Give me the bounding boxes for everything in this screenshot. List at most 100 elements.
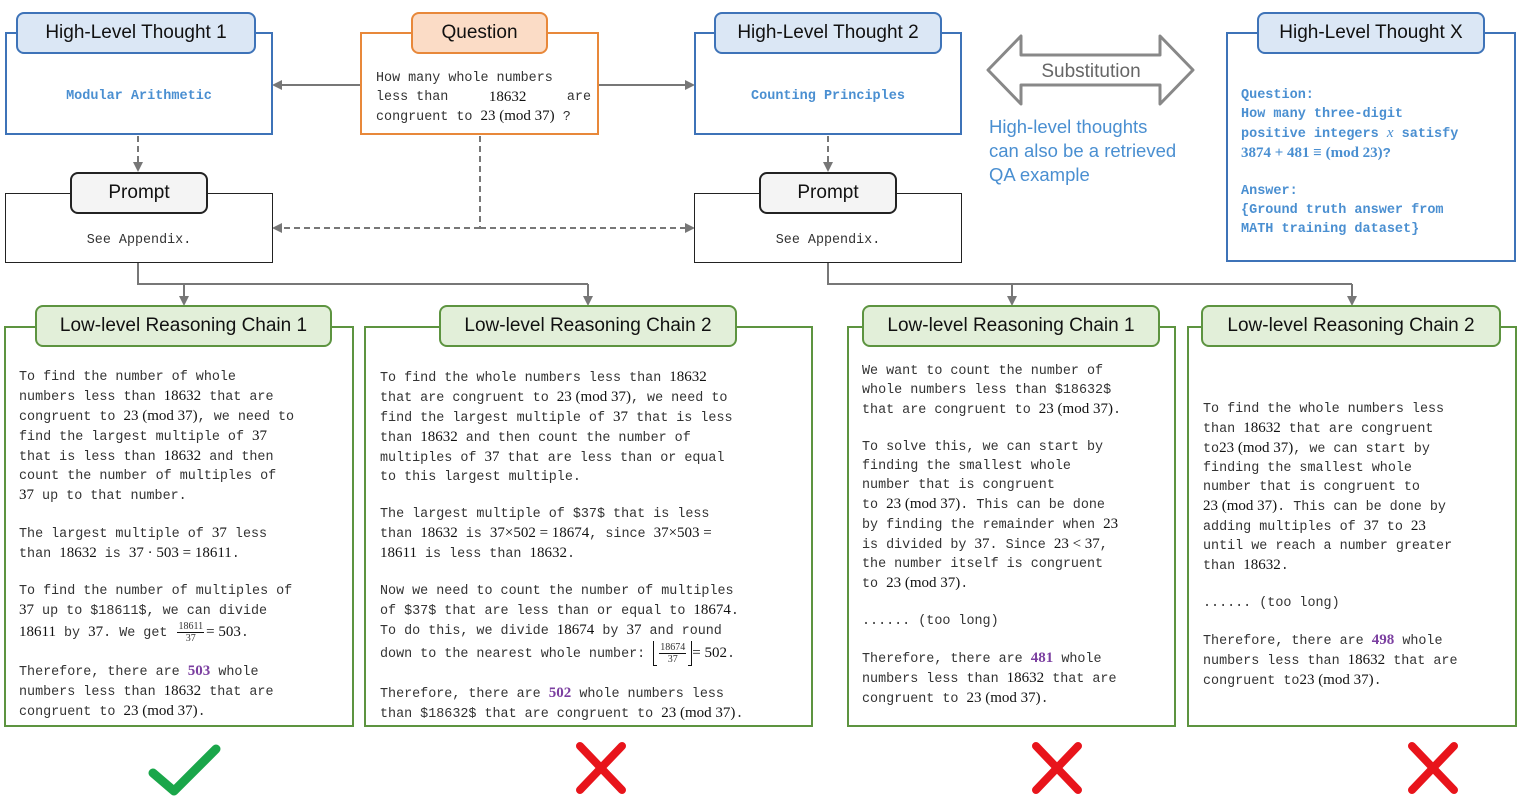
chain-math: 23 (mod 37): [1299, 672, 1374, 688]
chain-text: by: [64, 626, 81, 642]
question-text: ?: [562, 110, 571, 125]
chain-math: 37 · 503 = 18611: [128, 545, 232, 561]
chain-text: .: [240, 626, 249, 642]
chain-text: count the number of multiples of: [19, 469, 277, 484]
substitution-arrow: [986, 34, 1195, 106]
chain-text: To find the whole numbers less than: [380, 371, 662, 386]
chain-text: up to that number.: [42, 489, 187, 504]
chain-math: 37: [626, 622, 642, 638]
note-line: can also be a retrieved: [989, 140, 1177, 161]
chain-text: .: [726, 647, 735, 663]
chain-text: .: [197, 705, 206, 720]
chain-a2-title: Low-level Reasoning Chain 2: [439, 305, 737, 347]
chain-math: = 503: [206, 624, 241, 641]
thought1-title: High-Level Thought 1: [16, 12, 256, 54]
chain-text: by finding the remainder when: [862, 518, 1096, 533]
prompt1-title: Prompt: [70, 172, 208, 214]
chain-math: 23 (mod 37): [556, 389, 631, 405]
chain-text: , since: [589, 527, 646, 542]
chain-text: .: [1280, 559, 1289, 574]
chain-text: than: [19, 547, 52, 562]
chain-math: 18611: [19, 624, 56, 641]
question-text: congruent to: [376, 110, 473, 125]
chain-math: 18632: [529, 545, 567, 561]
chain-math: 23 (mod 37): [886, 575, 961, 591]
chain-text: Now we need to count the number of multi…: [380, 584, 734, 599]
chain-math: 23: [1103, 516, 1119, 532]
fraction-numerator: 18674: [659, 642, 687, 654]
chain-math: 23 (mod 37): [123, 703, 198, 719]
chain-text: that are congruent: [1288, 422, 1434, 437]
substitution-note: High-level thoughts can also be a retrie…: [989, 115, 1176, 187]
chain-math: 23: [1410, 518, 1426, 534]
chain-text: less: [234, 527, 268, 542]
reasoning-chain-b1: We want to count the number of whole num…: [847, 326, 1176, 727]
chain-math: 18632: [420, 525, 458, 541]
chain-text: than: [1203, 422, 1236, 437]
chain-math: 18632: [163, 388, 202, 404]
chain-math: 18632: [669, 369, 707, 385]
thoughtx-question-label: Question:: [1241, 88, 1314, 103]
question-title: Question: [411, 12, 548, 54]
prompt1-content: See Appendix.: [86, 233, 192, 248]
chain-text: Therefore, there are: [862, 652, 1023, 667]
chain-text: To find the number of multiples of: [19, 584, 293, 599]
chain-math: 23 < 37: [1053, 536, 1100, 552]
thoughtx-question-line: How many three-digit: [1241, 107, 1404, 122]
chain-math: 23 (mod 37): [966, 690, 1041, 706]
chain-text: that are less than or equal: [507, 451, 725, 466]
chain-math: 37: [613, 409, 629, 425]
fraction-denominator: 37: [185, 633, 196, 644]
chain-text: that is less: [636, 411, 733, 426]
chain-text: number that is congruent: [862, 478, 1055, 493]
chain-text: .: [1373, 674, 1382, 689]
chain-text: and then: [209, 450, 274, 465]
chain-text: is divided by: [862, 538, 967, 553]
chain-math: 23 (mod 37): [123, 408, 198, 424]
chain-text: finding the smallest whole: [862, 459, 1071, 474]
reasoning-chain-a1: To find the number of whole numbers less…: [4, 326, 354, 727]
chain-text: until we reach a number greater: [1203, 539, 1453, 554]
thought2-title: High-Level Thought 2: [714, 12, 942, 54]
chain-text: .: [1040, 692, 1049, 707]
chain-math: 18632: [163, 448, 202, 464]
high-level-thought-x: Question: How many three-digit positive …: [1226, 32, 1516, 262]
chain-ellipsis: ...... (too long): [1203, 596, 1340, 611]
thoughtx-question-line: satisfy: [1401, 127, 1459, 142]
chain-text: and round: [649, 624, 722, 639]
thoughtx-question-line: positive integers: [1241, 127, 1379, 142]
chain-text: numbers less than: [862, 672, 999, 687]
chain-text: Therefore, there are: [1203, 634, 1364, 649]
thoughtx-answer-line: {Ground truth answer from: [1241, 203, 1444, 218]
substitution-label: Substitution: [1041, 61, 1140, 82]
floor-bracket-right: [688, 641, 693, 666]
chain-text: up to $18611$, we can divide: [42, 604, 268, 619]
chain-math: 23 (mod 37): [886, 496, 961, 512]
chain-ellipsis: ...... (too long): [862, 614, 999, 629]
connector-prompt1: [137, 263, 588, 285]
chain-math: 18632: [420, 429, 458, 445]
chain-text: that are: [209, 685, 274, 700]
chain-math: 37×502 = 18674: [489, 525, 590, 541]
thoughtx-question-line: ?: [1382, 147, 1391, 162]
chain-text: down to the nearest whole number:: [380, 647, 646, 663]
chain-text: and then count the number of: [465, 431, 691, 446]
chain-text: .: [735, 707, 744, 722]
question-text: are: [566, 90, 591, 105]
chain-text: that are: [1393, 654, 1458, 669]
chain-text: than $18632$ that are congruent to: [380, 707, 654, 722]
chain-text: The largest multiple of $37$ that is les…: [380, 507, 710, 522]
chain-math: 23 (mod 37): [661, 705, 736, 721]
chain-math: 23 (mod 37): [1219, 440, 1294, 456]
chain-text: To find the number of whole: [19, 370, 236, 385]
chain-math: 37: [974, 536, 990, 552]
prompt2-title: Prompt: [759, 172, 897, 214]
chain-text: ,: [1099, 538, 1108, 553]
floor-bracket-left: [653, 641, 658, 666]
chain-text: whole: [218, 665, 259, 680]
chain-text: than: [380, 431, 413, 446]
thoughtx-answer-line: MATH training dataset}: [1241, 222, 1420, 237]
